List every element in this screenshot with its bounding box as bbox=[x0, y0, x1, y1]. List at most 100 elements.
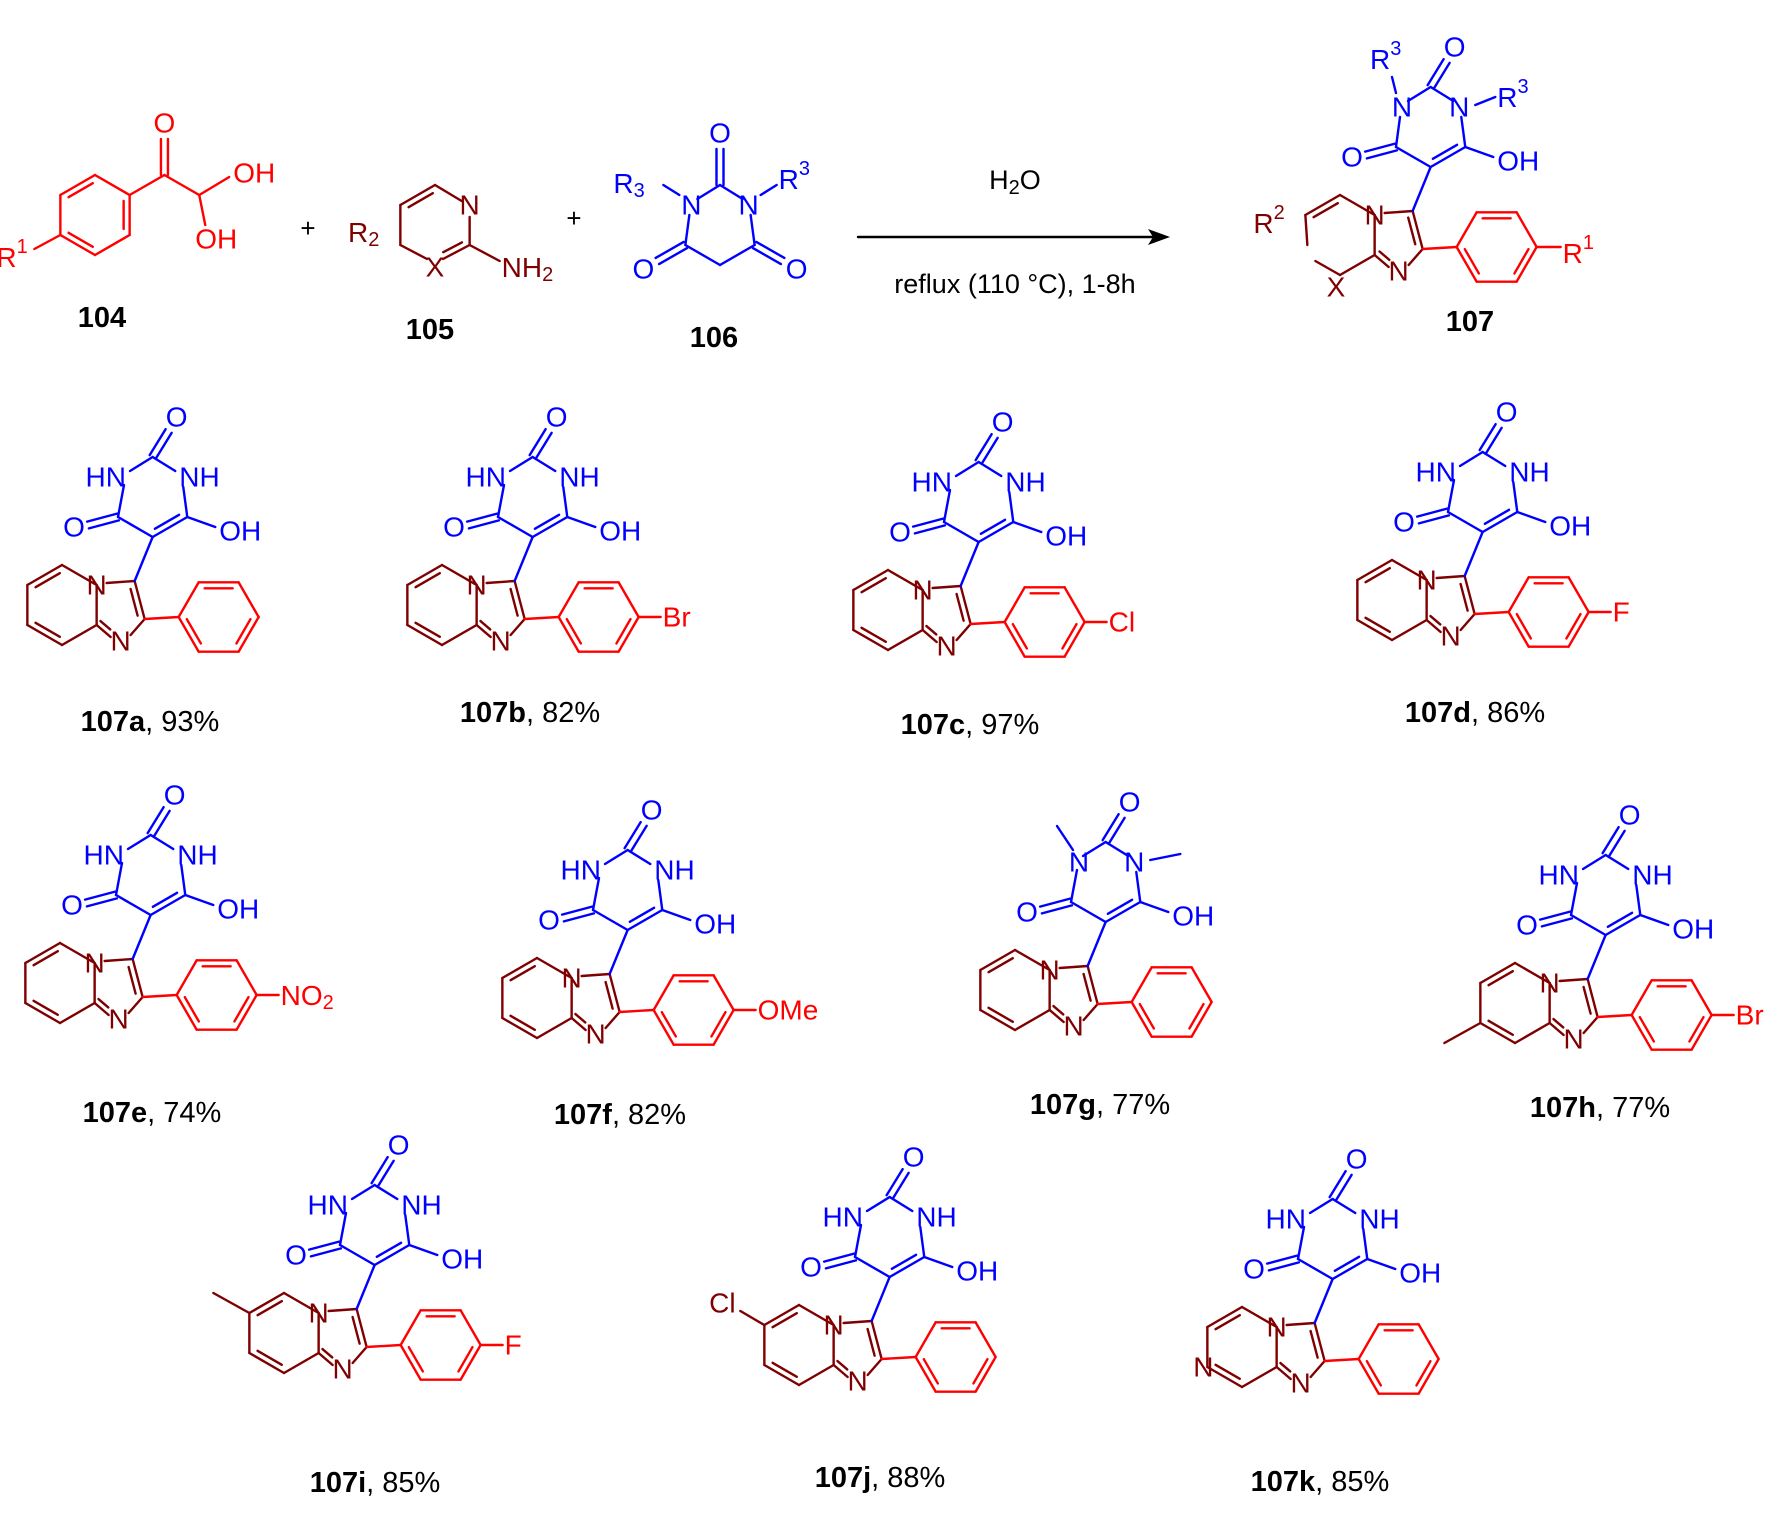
bond bbox=[163, 173, 201, 197]
bond bbox=[942, 488, 952, 524]
imide-nh: NH bbox=[916, 1202, 956, 1233]
carbonyl-oxygen: O bbox=[63, 512, 85, 543]
bond bbox=[712, 1008, 735, 1046]
bond bbox=[248, 1351, 286, 1375]
hydroxyl-group: OH bbox=[195, 224, 237, 255]
bond bbox=[373, 1243, 411, 1267]
bridgehead-nitrogen: N bbox=[309, 1298, 329, 1329]
bond bbox=[1240, 1305, 1278, 1329]
double-bond bbox=[1365, 1359, 1383, 1387]
bond bbox=[33, 233, 62, 251]
bond bbox=[977, 520, 1015, 544]
carbonyl-oxygen: O bbox=[1346, 1144, 1368, 1175]
bond bbox=[58, 1001, 96, 1025]
bond bbox=[141, 993, 178, 999]
bond bbox=[1313, 1277, 1334, 1325]
double-bond bbox=[467, 519, 501, 530]
bond bbox=[182, 485, 189, 519]
double-bond bbox=[755, 240, 786, 260]
double-bond bbox=[34, 571, 62, 589]
imide-nh: HN bbox=[86, 462, 126, 493]
double-bond bbox=[913, 524, 947, 535]
imide-nh: HN bbox=[466, 462, 506, 493]
double-bond bbox=[414, 621, 442, 639]
double-bond bbox=[1429, 614, 1442, 626]
reagent-label: 105 bbox=[406, 314, 454, 346]
bond bbox=[919, 1225, 926, 1259]
bond bbox=[93, 1001, 110, 1017]
bond bbox=[696, 183, 722, 201]
hydroxyl-group: OH bbox=[1549, 511, 1591, 542]
double-bond bbox=[771, 1311, 799, 1329]
carbonyl-oxygen: O bbox=[800, 1252, 822, 1283]
aryl-substituent: NO2 bbox=[281, 980, 334, 1015]
double-bond bbox=[1267, 1261, 1301, 1272]
double-bond bbox=[972, 1357, 989, 1385]
bond bbox=[684, 243, 722, 267]
bond bbox=[282, 1351, 320, 1375]
bond bbox=[1012, 520, 1043, 534]
bond bbox=[1394, 115, 1402, 149]
bond bbox=[24, 1001, 62, 1025]
compound-id: 107k bbox=[1251, 1466, 1316, 1498]
compound-yield: , 82% bbox=[612, 1099, 686, 1131]
bond bbox=[1474, 95, 1497, 107]
double-bond bbox=[528, 427, 547, 457]
aryl-substituent: OMe bbox=[758, 995, 819, 1026]
double-bond bbox=[1515, 612, 1533, 640]
double-bond bbox=[860, 626, 888, 644]
double-bond bbox=[1487, 1019, 1515, 1037]
bond bbox=[880, 1355, 917, 1361]
carbonyl-oxygen: O bbox=[538, 905, 560, 936]
carbonyl-oxygen: O bbox=[61, 890, 83, 921]
bond bbox=[93, 173, 131, 197]
bond bbox=[184, 893, 215, 907]
double-bond bbox=[1188, 1002, 1205, 1030]
bond bbox=[1362, 1227, 1369, 1261]
bridgehead-nitrogen: N bbox=[85, 948, 105, 979]
double-bond bbox=[533, 513, 561, 531]
bond bbox=[1455, 245, 1478, 283]
bond bbox=[979, 1008, 1017, 1032]
bond bbox=[618, 1008, 655, 1014]
bond bbox=[338, 1243, 376, 1267]
bond bbox=[235, 993, 258, 1031]
bond bbox=[1309, 1359, 1326, 1379]
bridgehead-nitrogen: N bbox=[87, 570, 107, 601]
carbonyl-oxygen: O bbox=[1496, 397, 1518, 428]
carbonyl-oxygen: O bbox=[1619, 800, 1641, 831]
bond bbox=[763, 1303, 801, 1327]
double-bond bbox=[351, 1315, 361, 1345]
bond bbox=[886, 628, 924, 652]
bond bbox=[1567, 610, 1590, 648]
double-bond bbox=[1038, 897, 1072, 908]
bond bbox=[282, 1291, 320, 1315]
double-bond bbox=[822, 1252, 856, 1263]
bond bbox=[718, 243, 756, 267]
double-bond bbox=[979, 518, 1007, 536]
bond bbox=[58, 941, 96, 965]
bond bbox=[1567, 576, 1590, 614]
bond bbox=[1130, 1000, 1153, 1038]
bond bbox=[399, 1309, 422, 1347]
compound-id: 107h bbox=[1530, 1092, 1596, 1124]
amino-group: NH2 bbox=[502, 252, 554, 287]
bond bbox=[1581, 853, 1607, 871]
double-bond bbox=[1363, 142, 1397, 153]
bond bbox=[186, 515, 217, 529]
bond bbox=[60, 563, 98, 587]
bond bbox=[652, 1008, 675, 1046]
bond bbox=[604, 1010, 621, 1030]
carbonyl-oxygen: O bbox=[164, 780, 186, 811]
bond bbox=[1481, 510, 1519, 534]
bond bbox=[1463, 574, 1476, 616]
bond bbox=[852, 628, 890, 652]
double-bond bbox=[660, 1010, 678, 1038]
bond bbox=[508, 455, 534, 473]
bond bbox=[59, 233, 97, 257]
